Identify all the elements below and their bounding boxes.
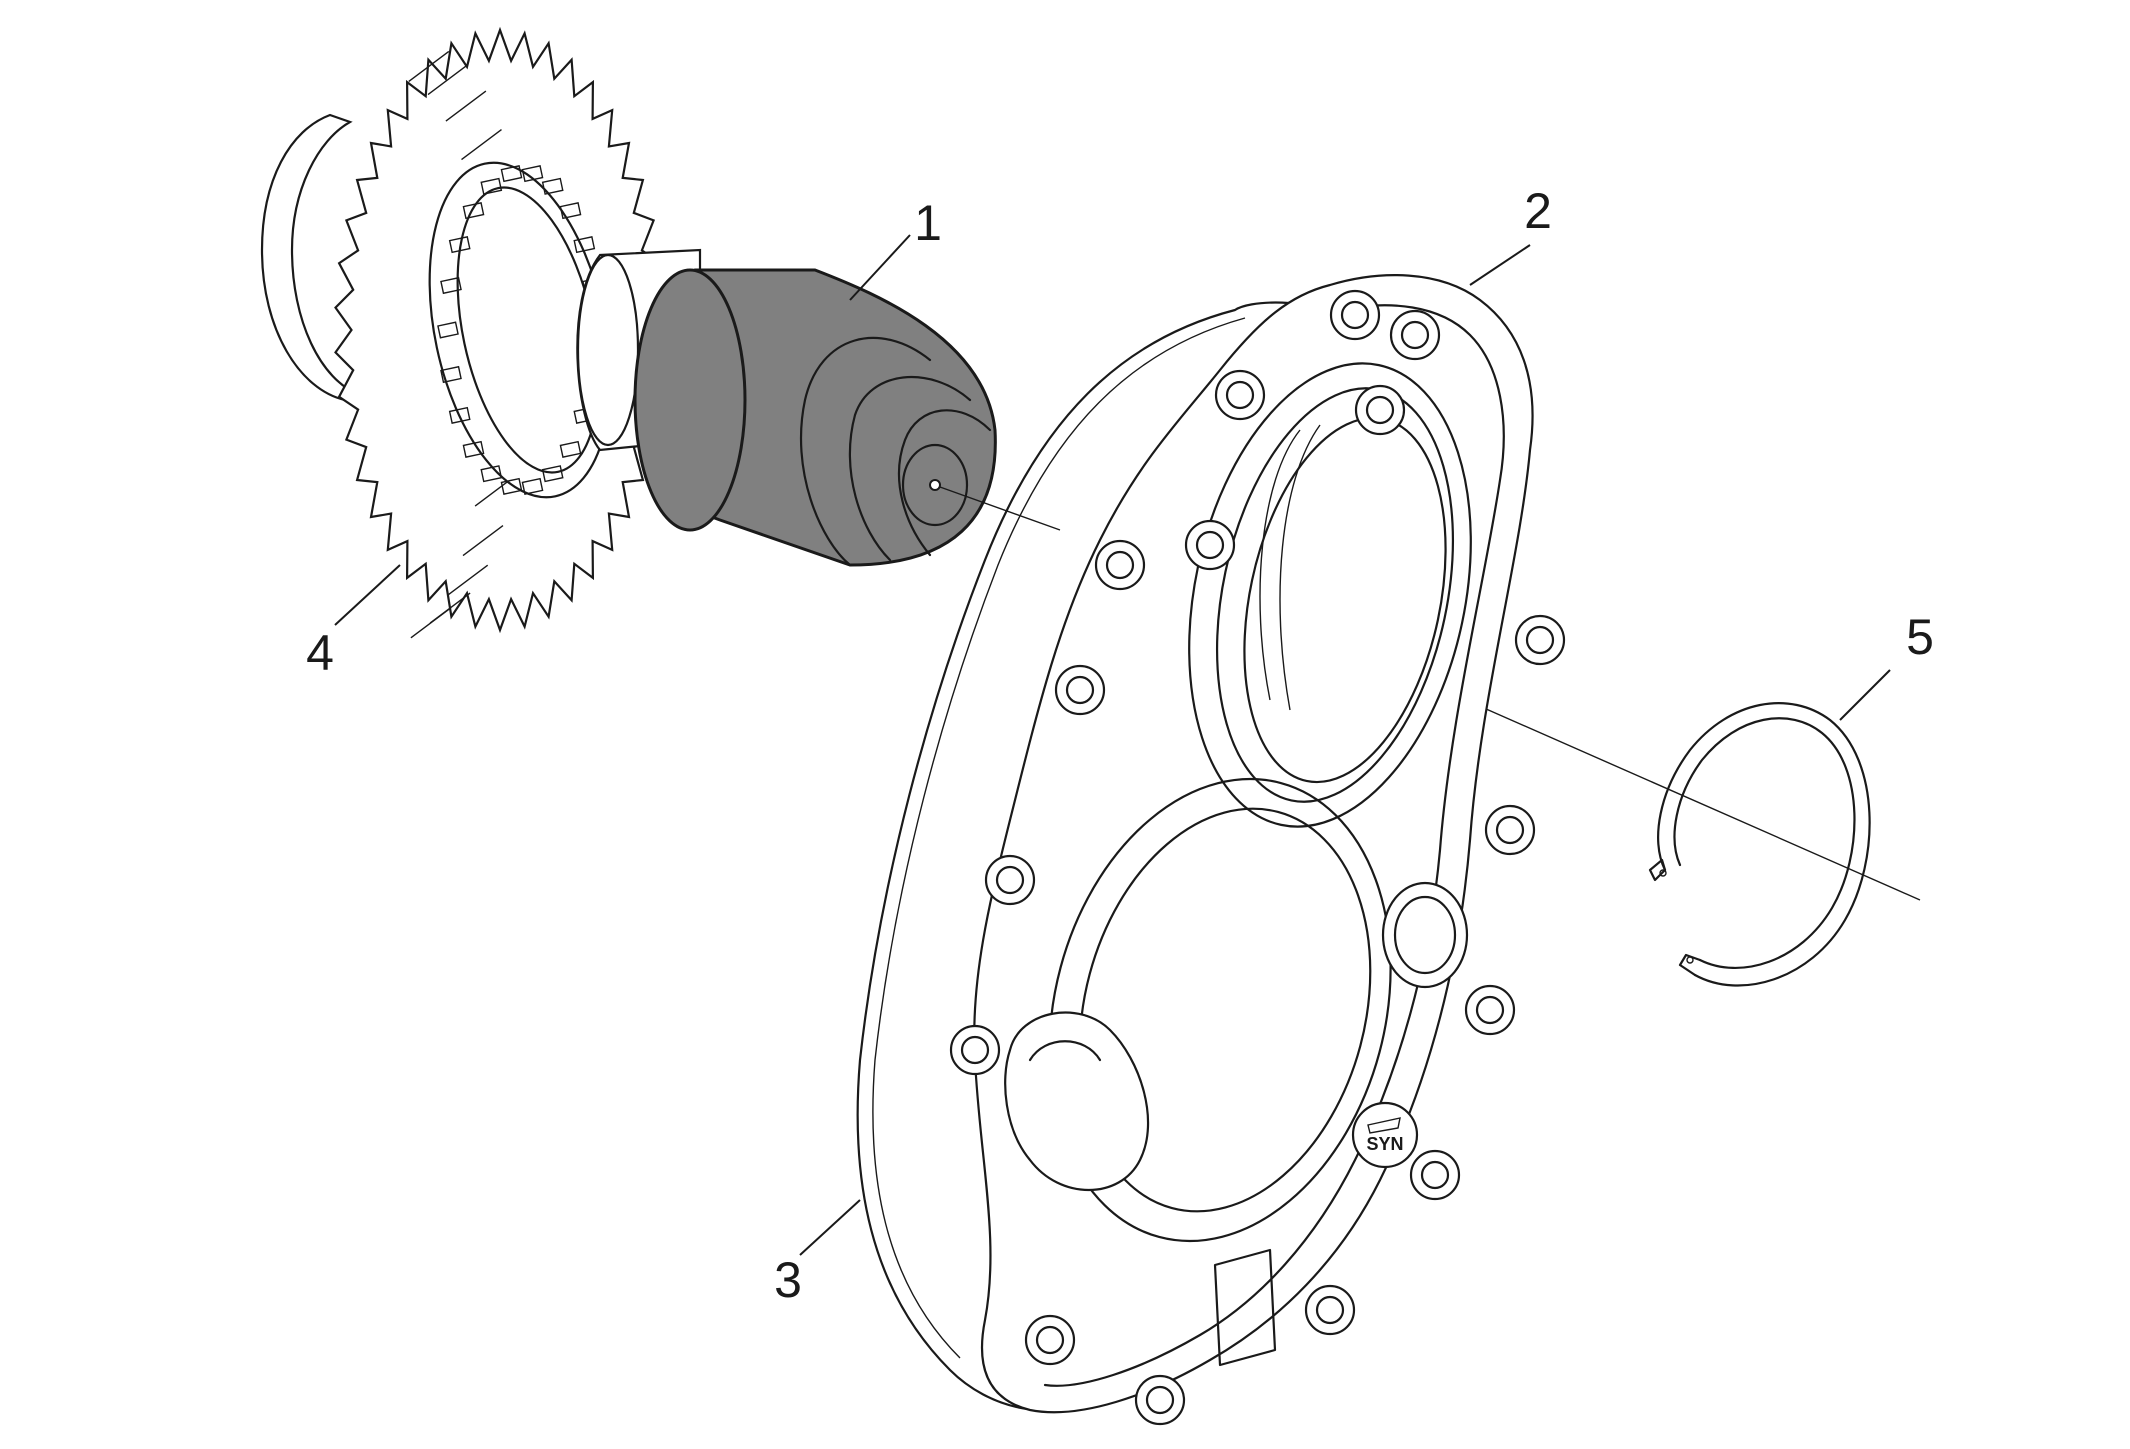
housing-cover: SYN: [949, 274, 1566, 1426]
bearing-roller: [462, 202, 485, 220]
bolt-hole-inner: [1065, 675, 1095, 705]
bolt-hole-inner: [1420, 1160, 1450, 1190]
leader-line-4: [334, 564, 401, 626]
gear-helix-line: [461, 129, 502, 161]
bearing-roller: [559, 440, 582, 458]
bolt-hole-inner: [1225, 380, 1255, 410]
bolt-hole-inner: [1315, 1295, 1345, 1325]
bolt-hole: [949, 1024, 1001, 1076]
bushing-part: [633, 268, 997, 567]
bolt-hole-inner: [1340, 300, 1370, 330]
callout-2: 2: [1524, 183, 1552, 239]
bolt-hole: [1184, 519, 1236, 571]
callout-3: 3: [774, 1252, 802, 1308]
callout-1: 1: [914, 195, 942, 251]
bolt-hole-inner: [960, 1035, 990, 1065]
bearing-roller: [541, 177, 564, 195]
gear-helix-line: [447, 564, 489, 596]
bolt-hole: [1484, 804, 1536, 856]
bearing-roller: [500, 477, 523, 495]
snap-ring: [1648, 702, 1871, 987]
bearing-roller: [521, 477, 544, 495]
bolt-hole: [984, 854, 1036, 906]
bolt-hole-inner: [1105, 550, 1135, 580]
bolt-hole-inner: [1495, 815, 1525, 845]
bearing-roller: [448, 236, 471, 254]
bearing-roller: [440, 276, 462, 295]
bolt-hole: [1094, 539, 1146, 591]
bolt-hole-inner: [1035, 1325, 1065, 1355]
bearing-roller: [500, 165, 523, 183]
bearing-roller: [541, 465, 564, 483]
bolt-hole: [1514, 614, 1566, 666]
bearing-roller: [521, 165, 544, 183]
gear-helix-line: [408, 50, 450, 82]
leader-line-3: [799, 1199, 861, 1256]
leader-line-2: [1469, 244, 1531, 286]
bolt-hole-inner: [1145, 1385, 1175, 1415]
bolt-hole-inner: [1475, 995, 1505, 1025]
bearing-roller: [480, 465, 503, 483]
helical-gear: [260, 26, 702, 639]
leader-line-1: [849, 234, 911, 301]
gear-helix-line: [427, 64, 469, 96]
bolt-hole: [1024, 1314, 1076, 1366]
bearing-roller: [437, 321, 459, 339]
bolt-hole: [1329, 289, 1381, 341]
bearing-roller: [448, 406, 471, 424]
bearing-roller: [573, 236, 596, 254]
callout-4: 4: [306, 625, 334, 681]
bolt-hole: [1389, 309, 1441, 361]
bolt-hole-inner: [1365, 395, 1395, 425]
leader-line-5: [1839, 669, 1891, 721]
callout-5: 5: [1906, 609, 1934, 665]
bolt-hole-inner: [1525, 625, 1555, 655]
bolt-hole: [1214, 369, 1266, 421]
bearing-roller: [559, 202, 582, 220]
bearing-roller: [480, 177, 503, 195]
gear-helix-line: [462, 525, 504, 557]
bolt-hole-inner: [1400, 320, 1430, 350]
bearing-roller: [440, 365, 462, 384]
bearing-roller: [462, 440, 485, 458]
bolt-hole: [1304, 1284, 1356, 1336]
gear-helix-line: [410, 607, 452, 639]
bolt-hole: [1134, 1374, 1186, 1426]
syn-logo-text: SYN: [1366, 1134, 1403, 1154]
syn-oil-logo: SYN: [1351, 1101, 1419, 1169]
bolt-hole: [1354, 384, 1406, 436]
gear-helix-line: [445, 90, 487, 122]
bolt-hole-inner: [995, 865, 1025, 895]
bolt-hole: [1054, 664, 1106, 716]
bolt-hole-inner: [1195, 530, 1225, 560]
bolt-hole: [1409, 1149, 1461, 1201]
bolt-hole: [1464, 984, 1516, 1036]
